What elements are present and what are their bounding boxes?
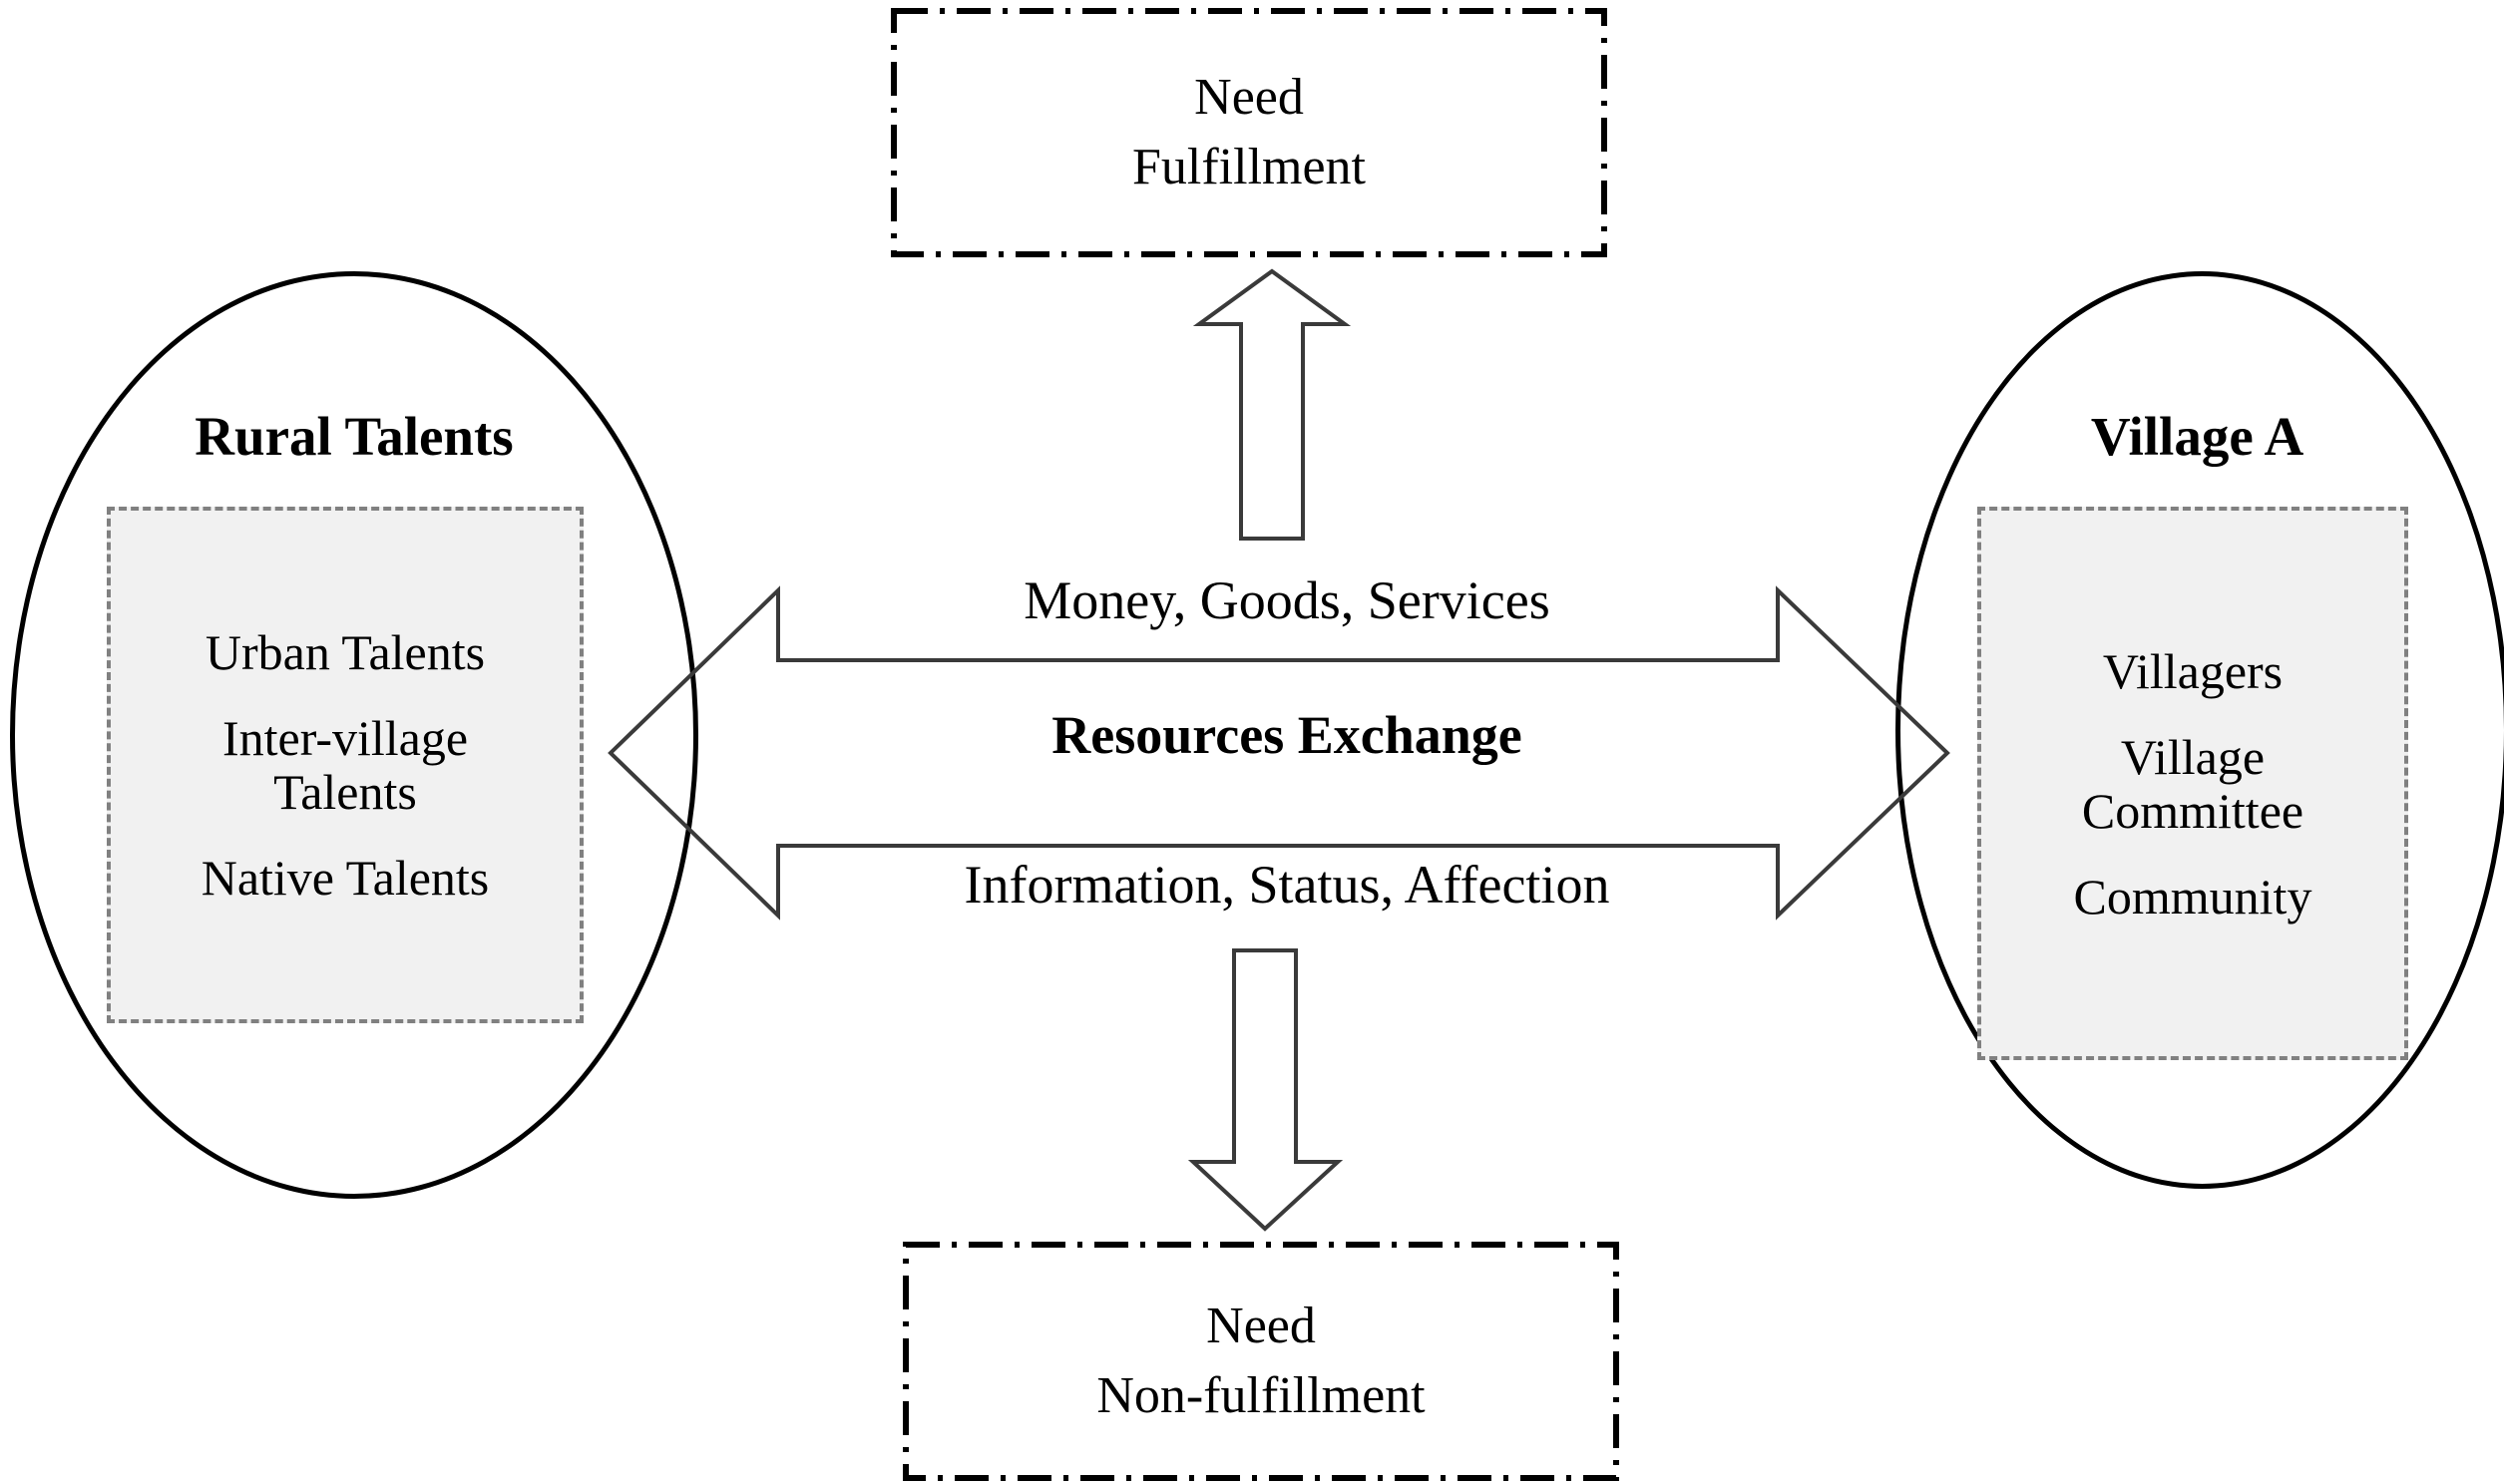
rural-talents-title: Rural Talents: [195, 406, 514, 467]
dash-dot-border: [903, 1242, 1619, 1481]
member-label: Villagers: [2102, 642, 2284, 699]
bottom-flow-label: Information, Status, Affection: [964, 855, 1610, 915]
up-arrow-icon: [1192, 268, 1352, 541]
member-item-native-talents: Native Talents: [202, 851, 490, 905]
member-item-villagers: Villagers: [2103, 644, 2283, 698]
outcome-label: Need: [1206, 1297, 1316, 1354]
outcome-label: Need: [1194, 68, 1304, 126]
rural-talents-member-box: Urban Talents Inter-village Talents Nati…: [107, 507, 584, 1023]
village-a-member-box: Villagers Village Committee Community: [1977, 507, 2408, 1060]
member-label: Inter-village: [221, 710, 469, 766]
resources-exchange-label: Resources Exchange: [1051, 705, 1522, 765]
member-label: Village: [2120, 728, 2266, 785]
need-non-fulfillment-box: Need Non-fulfillment: [903, 1242, 1619, 1481]
member-label: Talents: [273, 764, 417, 820]
down-arrow-icon: [1187, 948, 1344, 1232]
top-flow-label: Money, Goods, Services: [1024, 570, 1550, 630]
need-fulfillment-box: Need Fulfillment: [891, 8, 1607, 257]
member-label: Urban Talents: [205, 624, 486, 680]
member-item-urban-talents: Urban Talents: [206, 625, 485, 679]
village-a-title: Village A: [2090, 406, 2304, 467]
member-label: Committee: [2081, 782, 2304, 839]
outcome-label: Fulfillment: [1132, 139, 1366, 195]
member-label: Community: [2073, 868, 2312, 925]
dash-dot-border: [891, 8, 1607, 257]
member-item-village-committee: Village Committee: [2082, 730, 2303, 838]
member-label: Native Talents: [201, 850, 490, 906]
member-item-inter-village-talents: Inter-village Talents: [222, 711, 468, 819]
member-item-community: Community: [2074, 870, 2312, 924]
outcome-label: Non-fulfillment: [1096, 1367, 1426, 1424]
